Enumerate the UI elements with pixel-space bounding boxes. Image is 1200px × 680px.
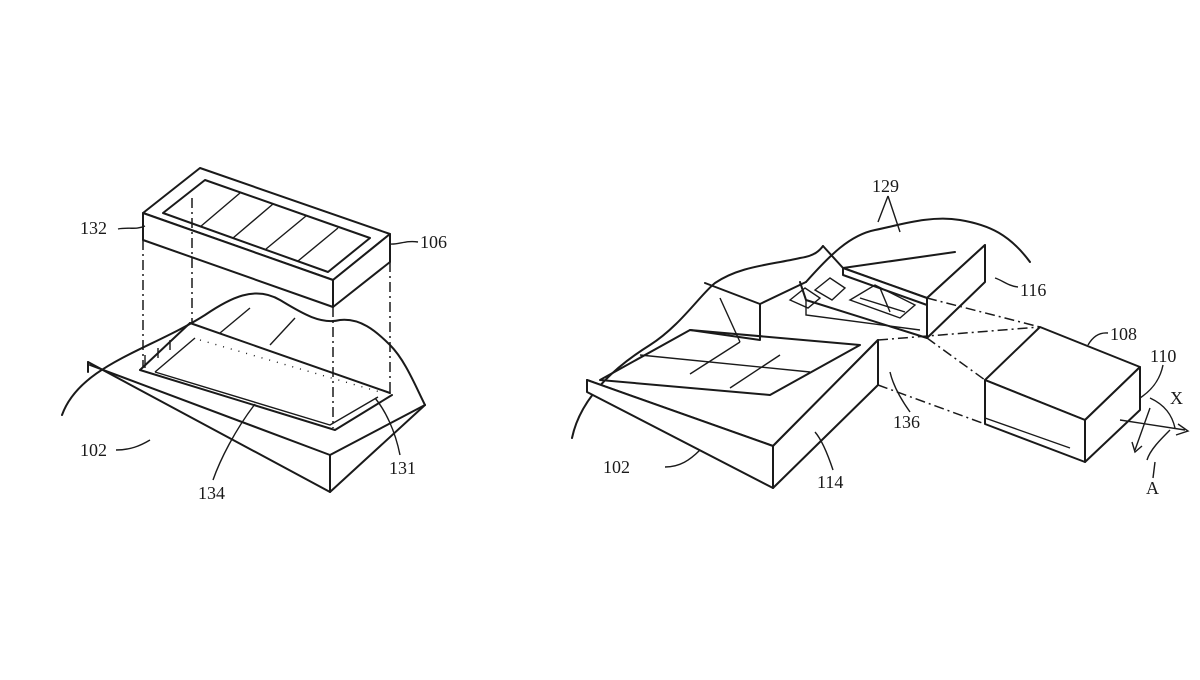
- module-108: [984, 326, 1141, 463]
- label-132: 132: [80, 218, 107, 238]
- label-136: 136: [893, 412, 920, 432]
- label-A: A: [1146, 478, 1159, 498]
- alignment-lines-right: [877, 297, 1041, 425]
- figure-left: 132 106 102 134 131: [61, 167, 447, 503]
- base-body-right-102: [571, 245, 879, 489]
- label-114: 114: [817, 472, 843, 492]
- alignment-lines-left: [142, 198, 391, 428]
- label-108: 108: [1110, 324, 1137, 344]
- label-131: 131: [389, 458, 416, 478]
- recess-bay-116: [788, 217, 1031, 339]
- leaders-right: [664, 195, 1164, 479]
- label-102-right: 102: [603, 457, 630, 477]
- label-129: 129: [872, 176, 899, 196]
- axis-arrows: [1119, 397, 1190, 461]
- label-106: 106: [420, 232, 447, 252]
- label-116: 116: [1020, 280, 1046, 300]
- label-110: 110: [1150, 346, 1176, 366]
- keyboard-module-106: [142, 167, 391, 308]
- label-102-left: 102: [80, 440, 107, 460]
- figure-right: 129 116 108 110 X 136 102 114 A: [571, 176, 1190, 498]
- label-134: 134: [198, 483, 225, 503]
- leaders-left: [115, 225, 419, 481]
- base-body-102: [61, 292, 426, 493]
- label-X: X: [1170, 388, 1183, 408]
